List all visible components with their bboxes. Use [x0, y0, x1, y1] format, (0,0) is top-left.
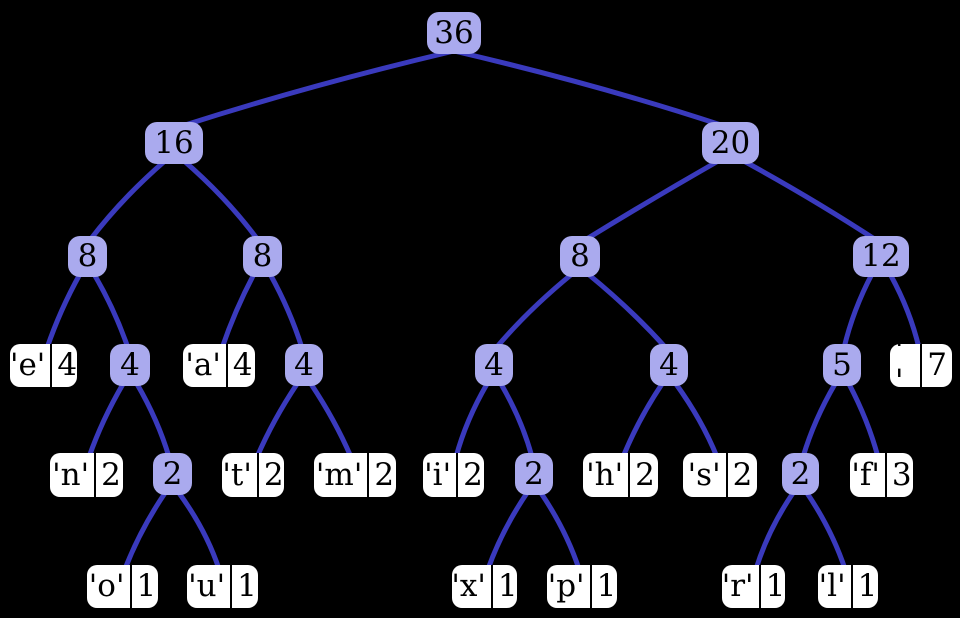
- edge-4b-m: [308, 381, 354, 460]
- internal-node-12: 12: [853, 236, 909, 277]
- leaf-char: 'p': [547, 568, 585, 604]
- leaf-node-o: 'o' 1: [87, 565, 158, 608]
- leaf-node-space: ' ' 7: [890, 331, 952, 399]
- leaf-node-h: 'h' 2: [583, 453, 658, 497]
- internal-node-8-mid: 8: [243, 236, 282, 277]
- edge-2a-o: [122, 490, 168, 572]
- leaf-count: 2: [725, 453, 758, 497]
- internal-node-2-c: 2: [782, 453, 819, 495]
- leaf-count: 2: [94, 453, 126, 497]
- edge-20-8r: [582, 157, 723, 243]
- edge-8r-4d: [585, 271, 669, 351]
- internal-node-16: 16: [145, 122, 203, 164]
- leaf-node-e: 'e' 4: [10, 344, 77, 387]
- edge-12-sp: [887, 271, 922, 351]
- edge-8l-e: [44, 271, 83, 351]
- internal-node-36: 36: [427, 12, 481, 54]
- internal-node-8-left: 8: [68, 236, 107, 277]
- leaf-node-r: 'r' 1: [722, 565, 785, 608]
- leaf-node-s: 's' 2: [683, 453, 757, 497]
- leaf-count: 1: [758, 565, 791, 608]
- edge-8r-4c: [493, 271, 575, 351]
- edge-2b-p: [538, 490, 582, 572]
- leaf-count: 1: [850, 565, 883, 608]
- leaf-char: 't': [222, 456, 252, 493]
- leaf-node-p: 'p' 1: [547, 565, 617, 608]
- edge-4a-2a: [134, 381, 172, 460]
- internal-node-8-right: 8: [560, 236, 600, 277]
- edge-4b-t: [254, 381, 300, 460]
- edge-36-20: [451, 48, 727, 129]
- leaf-count: 1: [490, 565, 523, 608]
- leaf-count: 2: [367, 453, 399, 497]
- leaf-char: 'f': [851, 456, 880, 493]
- leaf-char: 'i': [424, 456, 452, 493]
- internal-node-4-a: 4: [110, 344, 150, 386]
- edge-4c-2b: [498, 381, 535, 460]
- edge-2b-x: [485, 490, 530, 572]
- leaf-count: 2: [256, 453, 289, 497]
- leaf-char: 'a': [185, 347, 221, 383]
- edge-36-16: [179, 48, 457, 129]
- leaf-char: 'e': [9, 347, 46, 383]
- leaf-node-f: 'f' 3: [850, 453, 913, 497]
- leaf-count: 2: [628, 453, 660, 497]
- leaf-node-l: 'l' 1: [818, 565, 878, 608]
- leaf-count: 4: [225, 344, 258, 387]
- internal-node-20: 20: [702, 122, 759, 164]
- edge-8l-4a: [91, 271, 131, 351]
- edge-8m-4b: [267, 271, 305, 351]
- leaf-count: 4: [50, 344, 82, 387]
- edge-20-12: [739, 157, 879, 243]
- edge-4a-n: [86, 381, 126, 460]
- leaf-char: 'x': [451, 568, 486, 604]
- leaf-node-u: 'u' 1: [187, 565, 258, 608]
- edge-4d-s: [673, 381, 720, 460]
- leaf-node-i: 'i' 2: [423, 453, 484, 497]
- internal-node-4-b: 4: [285, 344, 323, 386]
- edge-4d-h: [620, 381, 665, 460]
- leaf-node-x: 'x' 1: [451, 565, 518, 608]
- leaf-char: 'o': [88, 568, 125, 604]
- leaf-char: 'm': [315, 456, 363, 493]
- leaf-count: 3: [884, 453, 917, 497]
- leaf-count: 1: [589, 565, 622, 608]
- edge-2c-l: [804, 490, 848, 572]
- internal-node-2-a: 2: [153, 453, 192, 495]
- leaf-node-n: 'n' 2: [50, 453, 123, 497]
- leaf-char: 'l': [818, 568, 846, 604]
- internal-node-5: 5: [823, 344, 861, 386]
- edge-2a-u: [176, 490, 222, 572]
- leaf-char: ' ': [895, 331, 904, 399]
- edge-5-2c: [800, 381, 838, 460]
- edge-2c-r: [753, 490, 796, 572]
- edge-5-f: [846, 381, 881, 460]
- leaf-count: 1: [129, 565, 162, 608]
- internal-node-4-c: 4: [475, 344, 513, 386]
- leaf-char: 'h': [586, 456, 624, 493]
- leaf-count: 2: [456, 453, 488, 497]
- leaf-char: 's': [687, 456, 721, 493]
- edge-4c-i: [453, 381, 490, 460]
- edge-16-8m: [180, 157, 261, 243]
- leaf-count: 7: [920, 344, 952, 387]
- internal-node-2-b: 2: [515, 453, 553, 495]
- leaf-node-t: 't' 2: [222, 453, 284, 497]
- leaf-count: 1: [230, 565, 262, 608]
- leaf-char: 'r': [721, 568, 754, 604]
- leaf-char: 'n': [52, 456, 90, 493]
- internal-node-4-d: 4: [650, 344, 688, 386]
- edge-16-8l: [87, 157, 169, 243]
- leaf-node-a: 'a' 4: [183, 344, 255, 387]
- edge-12-5: [841, 271, 875, 351]
- leaf-char: 'u': [188, 568, 226, 604]
- edge-8m-a: [219, 271, 257, 351]
- leaf-node-m: 'm' 2: [314, 453, 396, 497]
